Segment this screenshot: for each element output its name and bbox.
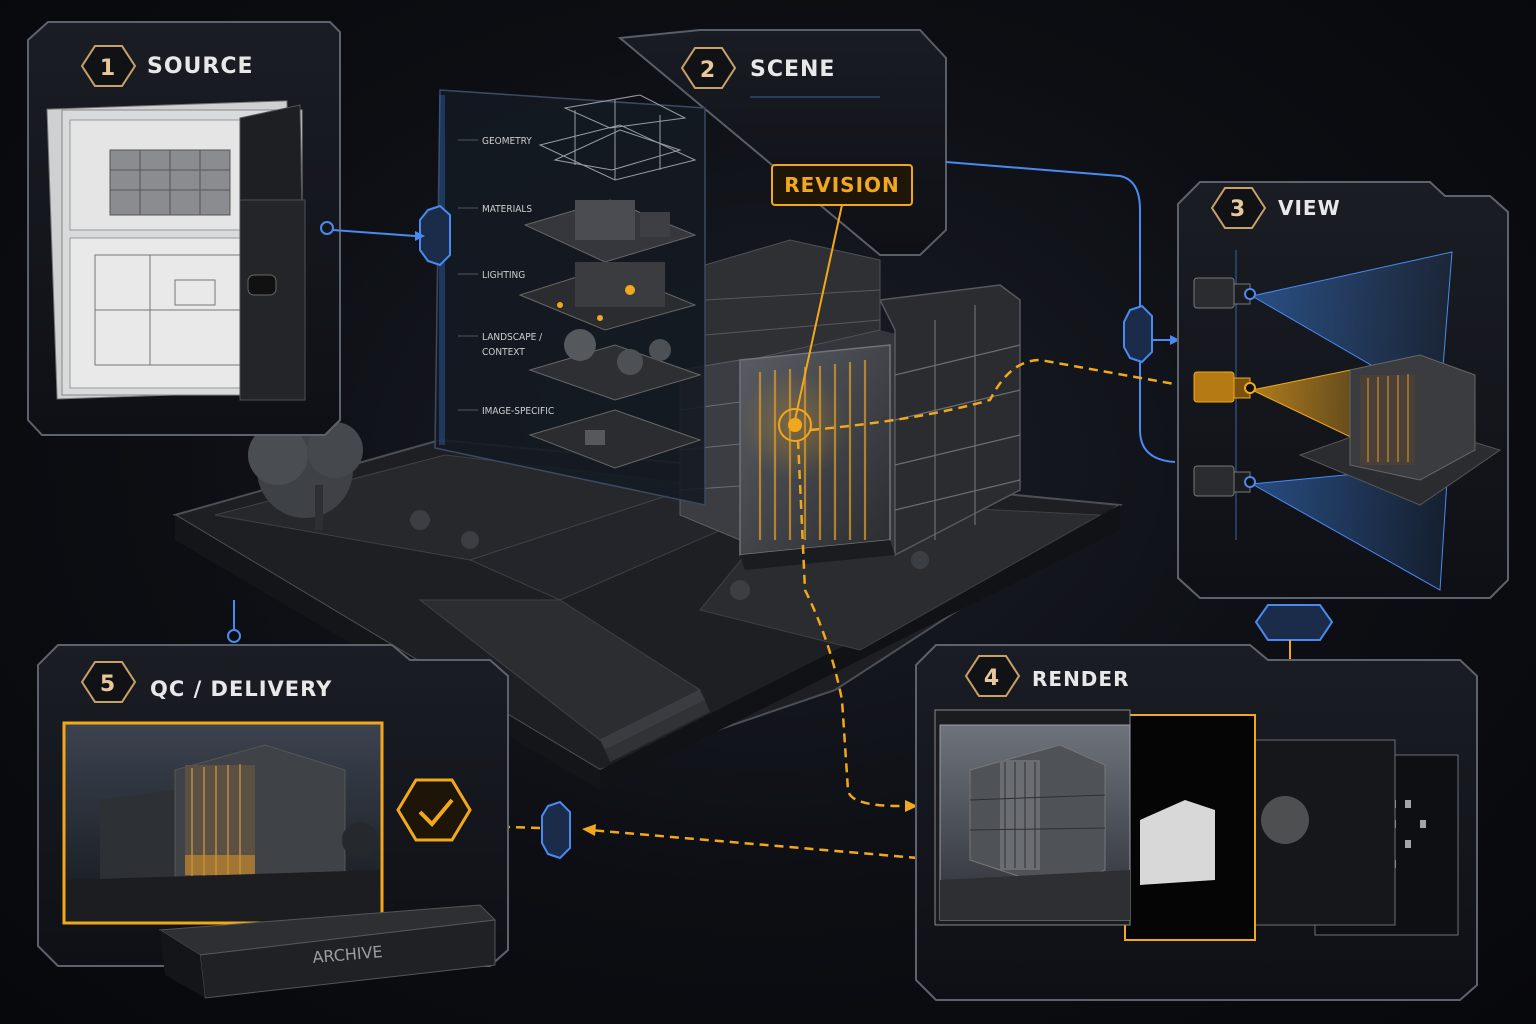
svg-text:GEOMETRY: GEOMETRY	[482, 136, 532, 147]
stage-3-number: 3	[1230, 197, 1246, 222]
scene-layer-list: GEOMETRY MATERIALS LIGHTING	[458, 94, 702, 469]
stage-5-number: 5	[100, 672, 116, 697]
stage-5-badge	[80, 661, 137, 703]
archive-box: ARCHIVE	[158, 904, 497, 999]
svg-text:MATERIALS: MATERIALS	[482, 204, 532, 215]
camera-icon	[1193, 465, 1256, 497]
source-documents	[46, 100, 306, 401]
revision-marker: REVISION	[771, 164, 913, 442]
camera-icon	[1193, 277, 1256, 309]
panel-source: 1 SOURCE	[27, 21, 341, 436]
stage-3-title: VIEW	[1278, 196, 1341, 220]
stage-1-title: SOURCE	[147, 54, 254, 79]
svg-text:LIGHTING: LIGHTING	[482, 270, 525, 281]
stage-4-title: RENDER	[1032, 667, 1129, 691]
stage-5-title: QC / DELIVERY	[150, 677, 332, 701]
stage-2-badge	[680, 47, 737, 89]
folder-icon	[239, 104, 306, 401]
view-building-thumbnail	[1298, 354, 1502, 506]
revision-label: REVISION	[784, 173, 900, 197]
stage-2-title: SCENE	[750, 57, 835, 82]
qc-final-image	[62, 721, 384, 925]
stage-2-number: 2	[700, 58, 716, 83]
stage-4-number: 4	[984, 666, 1000, 691]
stage-1-number: 1	[100, 56, 116, 81]
svg-text:IMAGE-SPECIFIC: IMAGE-SPECIFIC	[482, 406, 554, 417]
scene-layer-image-specific: IMAGE-SPECIFIC	[458, 406, 702, 469]
scene-layer-materials: MATERIALS	[458, 199, 697, 263]
panel-qc-delivery: 5 QC / DELIVERY ARCHIVE	[37, 644, 509, 999]
panel-view: 3 VIEW	[1177, 181, 1509, 599]
scene-layer-landscape: LANDSCAPE / CONTEXT	[458, 329, 702, 401]
panel-scene: 2 SCENE GEOMETRY MATERIALS	[419, 29, 947, 506]
render-passes	[934, 709, 1459, 941]
camera-icon	[1193, 371, 1256, 403]
connector-node-icon	[1123, 304, 1153, 364]
stage-1-badge	[80, 45, 137, 87]
connectors	[227, 161, 1334, 860]
connector-node-icon	[1254, 604, 1334, 641]
stage-4-badge	[964, 655, 1021, 697]
scene-layer-geometry: GEOMETRY	[458, 94, 697, 181]
checkmark-hexagon-icon	[396, 778, 472, 842]
svg-text:CONTEXT: CONTEXT	[482, 347, 525, 358]
svg-text:LANDSCAPE /: LANDSCAPE /	[482, 332, 543, 343]
scene-layer-lighting: LIGHTING	[458, 262, 697, 331]
stage-3-badge	[1210, 187, 1267, 229]
connector-node-icon	[419, 204, 451, 267]
connector-node-icon	[541, 800, 571, 860]
panel-render: 4 RENDER	[915, 644, 1478, 1001]
